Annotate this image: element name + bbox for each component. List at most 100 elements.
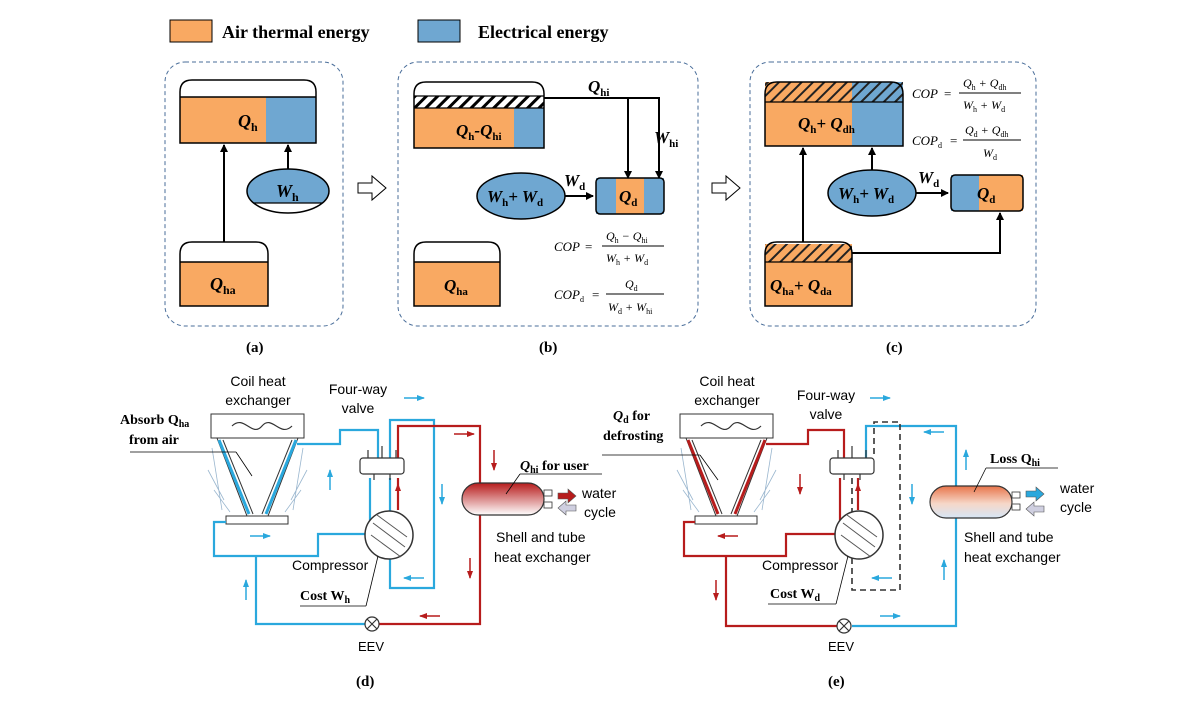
e-caption: (e) [828, 674, 845, 690]
e-compressor [834, 510, 884, 560]
legend-electric-swatch [417, 19, 461, 43]
arrow-a-to-b [357, 174, 387, 202]
svg-text:COP: COP [912, 86, 938, 101]
a-qha-tank [179, 241, 269, 307]
legend-air-label: Air thermal energy [222, 22, 370, 42]
svg-text:Wd + Whi: Wd + Whi [608, 300, 653, 316]
e-pipe-valve-coil [766, 428, 846, 458]
d-water-label-2: cycle [584, 504, 616, 520]
c-qd-label: Qd [977, 184, 995, 206]
e-pipe-valve-hx [864, 424, 958, 486]
svg-text:COPd: COPd [554, 287, 584, 304]
d-valve-label-2: valve [342, 400, 375, 416]
panel-c-border [749, 61, 1037, 327]
svg-text:Qd: Qd [625, 277, 638, 293]
a-qh-orange [180, 97, 266, 143]
d-pipe-suction [388, 418, 436, 590]
svg-text:Wh + Wd: Wh + Wd [963, 98, 1005, 114]
panel-d: Coil heat exchanger Four-way valve Absor… [120, 373, 617, 690]
c-caption: (c) [886, 340, 903, 356]
d-compressor-label: Compressor [292, 557, 369, 573]
svg-text:Qh + Qdh: Qh + Qdh [963, 76, 1006, 92]
a-wh-label: Wh [276, 181, 299, 204]
e-pipe-hx-eev [852, 516, 958, 628]
e-valve-label-2: valve [810, 406, 843, 422]
d-cost-label: Cost Wh [300, 589, 350, 606]
svg-text:Wh + Wd: Wh + Wd [606, 251, 648, 267]
c-top-tank [764, 81, 904, 147]
svg-text:=: = [944, 86, 951, 101]
d-pipe-eev-coil [254, 556, 366, 626]
e-water-in-arrow [1025, 501, 1045, 517]
c-cop-equation: COP = Qh + Qdh Wh + Wd [912, 76, 1021, 114]
e-water-label-1: water [1059, 480, 1095, 496]
a-qh-blue [266, 97, 316, 143]
d-pipe-coil-valve [297, 428, 380, 458]
b-cop-equation: COP = Qh − Qhi Wh + Wd [554, 229, 664, 267]
c-arrow-to-qd [852, 212, 1004, 254]
e-coil-exchanger [676, 413, 777, 525]
d-eev-label: EEV [358, 639, 384, 654]
e-cost-label: Cost Wd [770, 587, 820, 604]
e-loss-label: Loss Qhi [990, 452, 1040, 469]
e-valve-label-1: Four-way [797, 387, 855, 403]
panel-a: Qh Wh Qha (a) [164, 61, 344, 356]
e-water-label-2: cycle [1060, 499, 1092, 515]
b-arrow-qhi [544, 97, 663, 179]
e-shell-tube-exchanger [929, 485, 1045, 519]
e-shell-label-1: Shell and tube [964, 529, 1054, 545]
e-shell-label-2: heat exchanger [964, 549, 1061, 565]
c-copd-equation: COPd = Qd + Qdh Wd [912, 123, 1021, 162]
c-top-label: Qh+ Qdh [798, 114, 855, 136]
panel-c: Qh+ Qdh Wh+ Wd Wd Qd Qha+ Qda COP = Qh +… [749, 61, 1037, 356]
c-bottom-tank [764, 241, 853, 307]
c-bottom-label: Qha+ Qda [770, 276, 832, 298]
panel-a-border [164, 61, 344, 327]
svg-text:Qh − Qhi: Qh − Qhi [606, 229, 648, 245]
b-top-tank [413, 81, 545, 149]
e-fan-icon [700, 422, 762, 430]
d-fan-icon [231, 422, 293, 430]
b-top-label: Qh-Qhi [456, 121, 502, 143]
b-copd-equation: COPd = Qd Wd + Whi [554, 277, 664, 316]
a-qh-label: Qh [238, 111, 258, 134]
b-qd-label: Qd [619, 187, 637, 209]
legend-air-swatch [169, 19, 213, 43]
d-user-label: Qhi for user [520, 459, 589, 476]
d-valve-label-1: Four-way [329, 381, 387, 397]
e-compressor-label: Compressor [762, 557, 839, 573]
c-qd-box [950, 174, 1024, 212]
e-water-out-arrow [1025, 486, 1045, 502]
b-whi-label: Whi [654, 128, 678, 150]
svg-text:COPd: COPd [912, 133, 942, 150]
d-four-way-valve [359, 446, 405, 480]
d-absorb-label: Absorb Qha [120, 413, 189, 430]
legend: Air thermal energy Electrical energy [169, 19, 608, 43]
d-coil-exchanger [207, 413, 308, 525]
panel-b-border [397, 61, 699, 327]
a-qha-label: Qha [210, 274, 236, 297]
d-shell-label-1: Shell and tube [496, 529, 586, 545]
b-qhi-label: Qhi [588, 77, 609, 99]
d-shell-label-2: heat exchanger [494, 549, 591, 565]
d-water-in-arrow [557, 500, 577, 516]
svg-text:Wd: Wd [983, 146, 997, 162]
b-qha-tank [413, 241, 501, 307]
d-caption: (d) [356, 674, 374, 690]
b-wd-label: Wd [564, 171, 585, 193]
panel-b: Qh-Qhi Qhi Whi Wh+ Wd Wd Qd Qha COP = Qh… [397, 61, 699, 356]
svg-text:COP: COP [554, 239, 580, 254]
d-pipe-liquid [378, 584, 482, 626]
panel-e: Coil heat exchanger Four-way valve Qd fo… [602, 373, 1095, 690]
e-defrost-label: Qd for [613, 409, 650, 426]
c-whwd-label: Wh+ Wd [838, 184, 894, 206]
e-four-way-valve [829, 446, 875, 480]
a-caption: (a) [246, 340, 264, 356]
b-qd-box [595, 177, 665, 215]
e-eev-label: EEV [828, 639, 854, 654]
d-absorb-label-2: from air [129, 433, 179, 448]
d-coil-label-2: exchanger [225, 392, 291, 408]
d-water-label-1: water [581, 485, 617, 501]
e-pipe-suction [851, 421, 901, 591]
